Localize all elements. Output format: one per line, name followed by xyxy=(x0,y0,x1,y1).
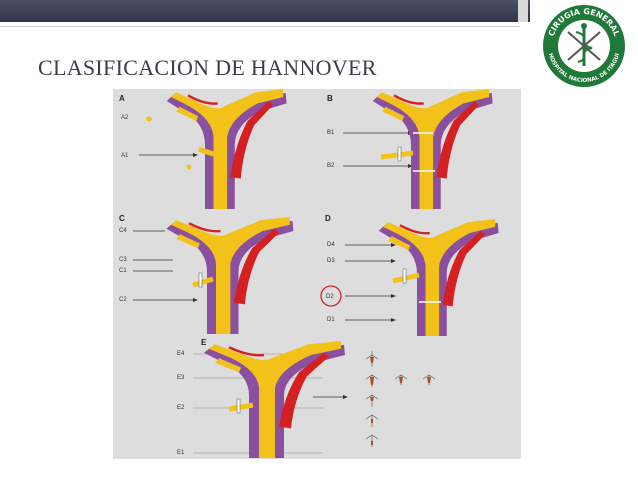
svg-text:D4: D4 xyxy=(327,242,335,248)
svg-text:D3: D3 xyxy=(327,258,335,264)
hannover-diagram: A A2 A1 B B1 B2 C C4 C3 xyxy=(119,87,500,460)
svg-text:C2: C2 xyxy=(119,297,127,303)
highlight-circle xyxy=(320,285,342,307)
svg-text:D: D xyxy=(325,214,331,223)
svg-text:B: B xyxy=(327,94,333,103)
panel-a: A A2 A1 xyxy=(119,87,288,211)
slide-title: CLASIFICACION DE HANNOVER xyxy=(38,55,377,80)
svg-text:A: A xyxy=(119,94,125,103)
svg-text:E4: E4 xyxy=(177,351,185,357)
header-rule xyxy=(0,26,520,27)
svg-text:B2: B2 xyxy=(327,163,335,169)
caduceus-icon xyxy=(567,23,601,66)
hannover-diagram-panel: A A2 A1 B B1 B2 C C4 C3 xyxy=(113,87,521,460)
header-bar-tip xyxy=(518,0,528,22)
svg-text:D1: D1 xyxy=(327,317,335,323)
svg-text:A1: A1 xyxy=(121,153,129,159)
panel-e: E E4 E3 E2 E1 xyxy=(177,338,348,460)
hospital-logo: CIRUGIA GENERAL HOSPITAL NACIONAL DE ITA… xyxy=(534,2,634,88)
svg-text:C: C xyxy=(119,214,125,223)
panel-d: D D4 D3 D2 D1 xyxy=(320,214,500,338)
svg-text:E1: E1 xyxy=(177,450,185,456)
svg-text:E3: E3 xyxy=(177,375,185,381)
svg-text:C1: C1 xyxy=(119,268,127,274)
variant-icons xyxy=(365,351,436,447)
svg-text:E2: E2 xyxy=(177,405,185,411)
svg-text:E: E xyxy=(201,338,207,347)
svg-text:B1: B1 xyxy=(327,130,335,136)
panel-c: C C4 C3 C1 C2 xyxy=(119,214,295,336)
svg-text:C3: C3 xyxy=(119,257,127,263)
svg-text:A2: A2 xyxy=(121,115,129,121)
header-bar xyxy=(0,0,530,22)
svg-text:C4: C4 xyxy=(119,228,127,234)
panel-b: B B1 B2 xyxy=(327,87,494,211)
circled-label: D2 xyxy=(326,294,334,300)
